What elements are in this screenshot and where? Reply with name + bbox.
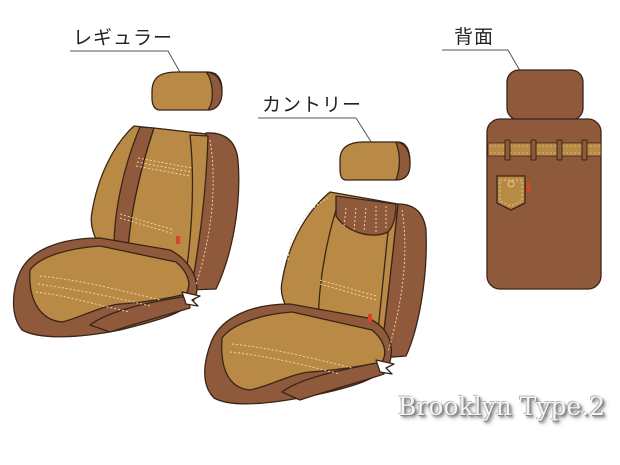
tag-icon bbox=[368, 314, 372, 322]
tag-icon bbox=[176, 236, 180, 244]
label-country: カントリー bbox=[262, 94, 363, 116]
back-view bbox=[486, 69, 602, 290]
tag-icon bbox=[527, 182, 530, 192]
label-regular: レギュラー bbox=[73, 27, 174, 49]
leader-lines bbox=[70, 49, 524, 149]
product-title: Brooklyn Type.2 bbox=[398, 392, 606, 421]
regular-seat bbox=[12, 71, 240, 338]
label-back: 背面 bbox=[454, 26, 495, 48]
country-seat bbox=[204, 141, 427, 405]
